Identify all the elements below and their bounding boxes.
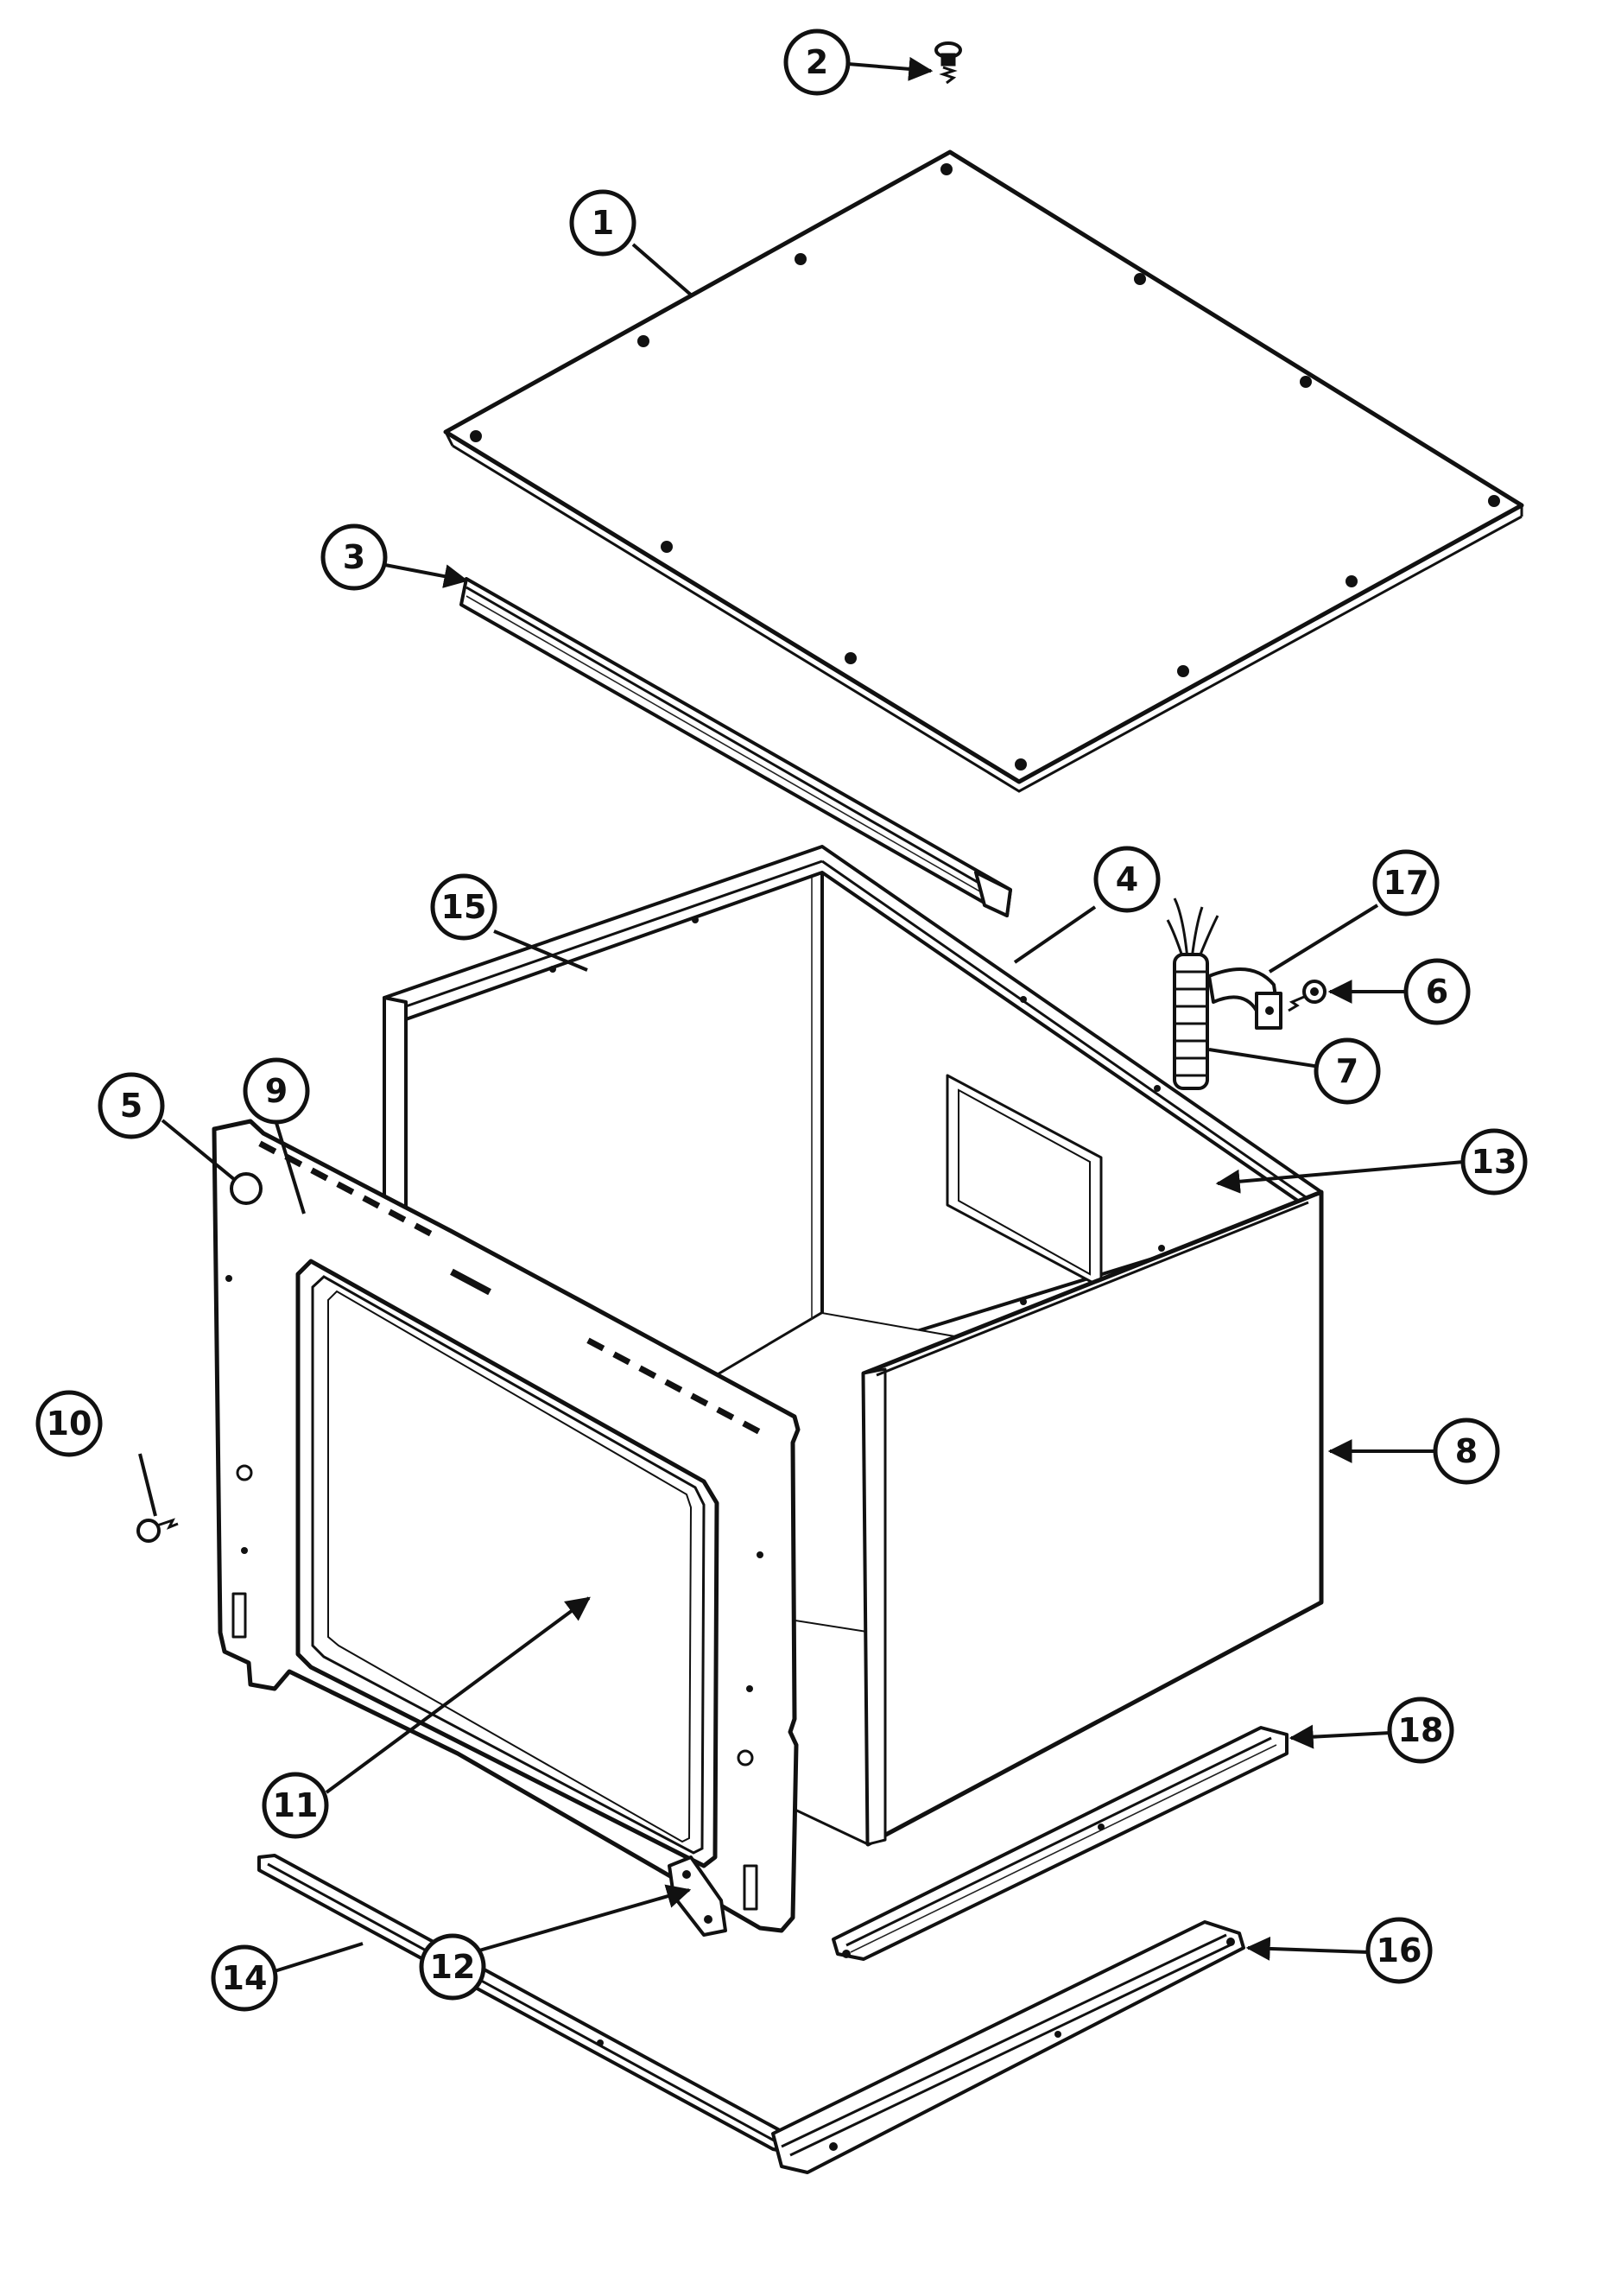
part-1-top-panel [443,149,1524,793]
callout-11: 11 [262,1772,329,1839]
callout-12: 12 [419,1933,486,2001]
callout-15: 15 [430,873,497,941]
leader-14 [274,1942,364,1973]
leader-16 [1245,1936,1370,1961]
callout-15-label: 15 [441,888,487,926]
leader-5 [161,1119,237,1182]
leader-13 [1215,1160,1465,1194]
leader-17 [1268,904,1379,974]
callout-14: 14 [211,1944,278,2012]
part-10-screw [136,1518,179,1543]
callout-9-label: 9 [265,1072,288,1110]
leader-15 [493,929,588,972]
callout-11-label: 11 [273,1786,319,1824]
callout-16: 16 [1365,1917,1433,1984]
callout-1: 1 [569,189,636,257]
part-18-rail [832,1726,1289,1961]
callout-8-label: 8 [1455,1432,1478,1470]
part-3-rail [459,577,1012,917]
callout-17: 17 [1372,849,1440,916]
callout-9: 9 [243,1057,310,1125]
callout-14-label: 14 [222,1959,268,1997]
callout-4-label: 4 [1116,860,1138,898]
callout-18-label: 18 [1398,1711,1444,1749]
leader-2 [847,56,934,81]
part-6-screw [1288,980,1327,1012]
callout-10: 10 [35,1390,103,1457]
callout-18: 18 [1387,1697,1454,1764]
callout-13-label: 13 [1472,1143,1517,1181]
leader-12 [478,1884,692,1952]
callout-5-label: 5 [120,1087,142,1125]
leader-lines [138,56,1465,1973]
callout-12-label: 12 [430,1948,476,1986]
callout-1-label: 1 [592,204,614,242]
callout-3-label: 3 [343,538,365,576]
part-9-front-frame [212,1119,801,1933]
callout-5: 5 [98,1072,165,1139]
leader-11 [325,1596,591,1794]
part-17-cord-clamp [1207,967,1282,1030]
leader-10 [138,1453,157,1517]
part-7-power-cord [1166,897,1219,1090]
leader-9 [275,1122,306,1215]
callout-7-label: 7 [1336,1052,1358,1090]
callout-4: 4 [1093,846,1161,913]
callout-10-label: 10 [47,1405,92,1443]
part-2-screw [934,41,962,85]
leader-1 [631,243,694,298]
leader-7 [1208,1048,1320,1069]
callout-16-label: 16 [1377,1931,1422,1969]
leader-18 [1289,1724,1391,1749]
part-5-plug [230,1172,263,1205]
callout-2: 2 [783,29,851,96]
callouts: 1 2 3 4 5 6 7 8 9 10 11 12 13 14 15 16 1… [35,29,1528,2012]
callout-7: 7 [1314,1037,1381,1105]
callout-8: 8 [1433,1418,1500,1485]
callout-3: 3 [320,523,388,591]
callout-2-label: 2 [806,43,828,81]
leader-4 [1013,905,1097,964]
callout-17-label: 17 [1384,864,1429,902]
part-16-bottom-rail [771,1920,1245,2174]
callout-13: 13 [1460,1128,1528,1196]
callout-6: 6 [1403,958,1471,1025]
callout-6-label: 6 [1426,973,1448,1011]
